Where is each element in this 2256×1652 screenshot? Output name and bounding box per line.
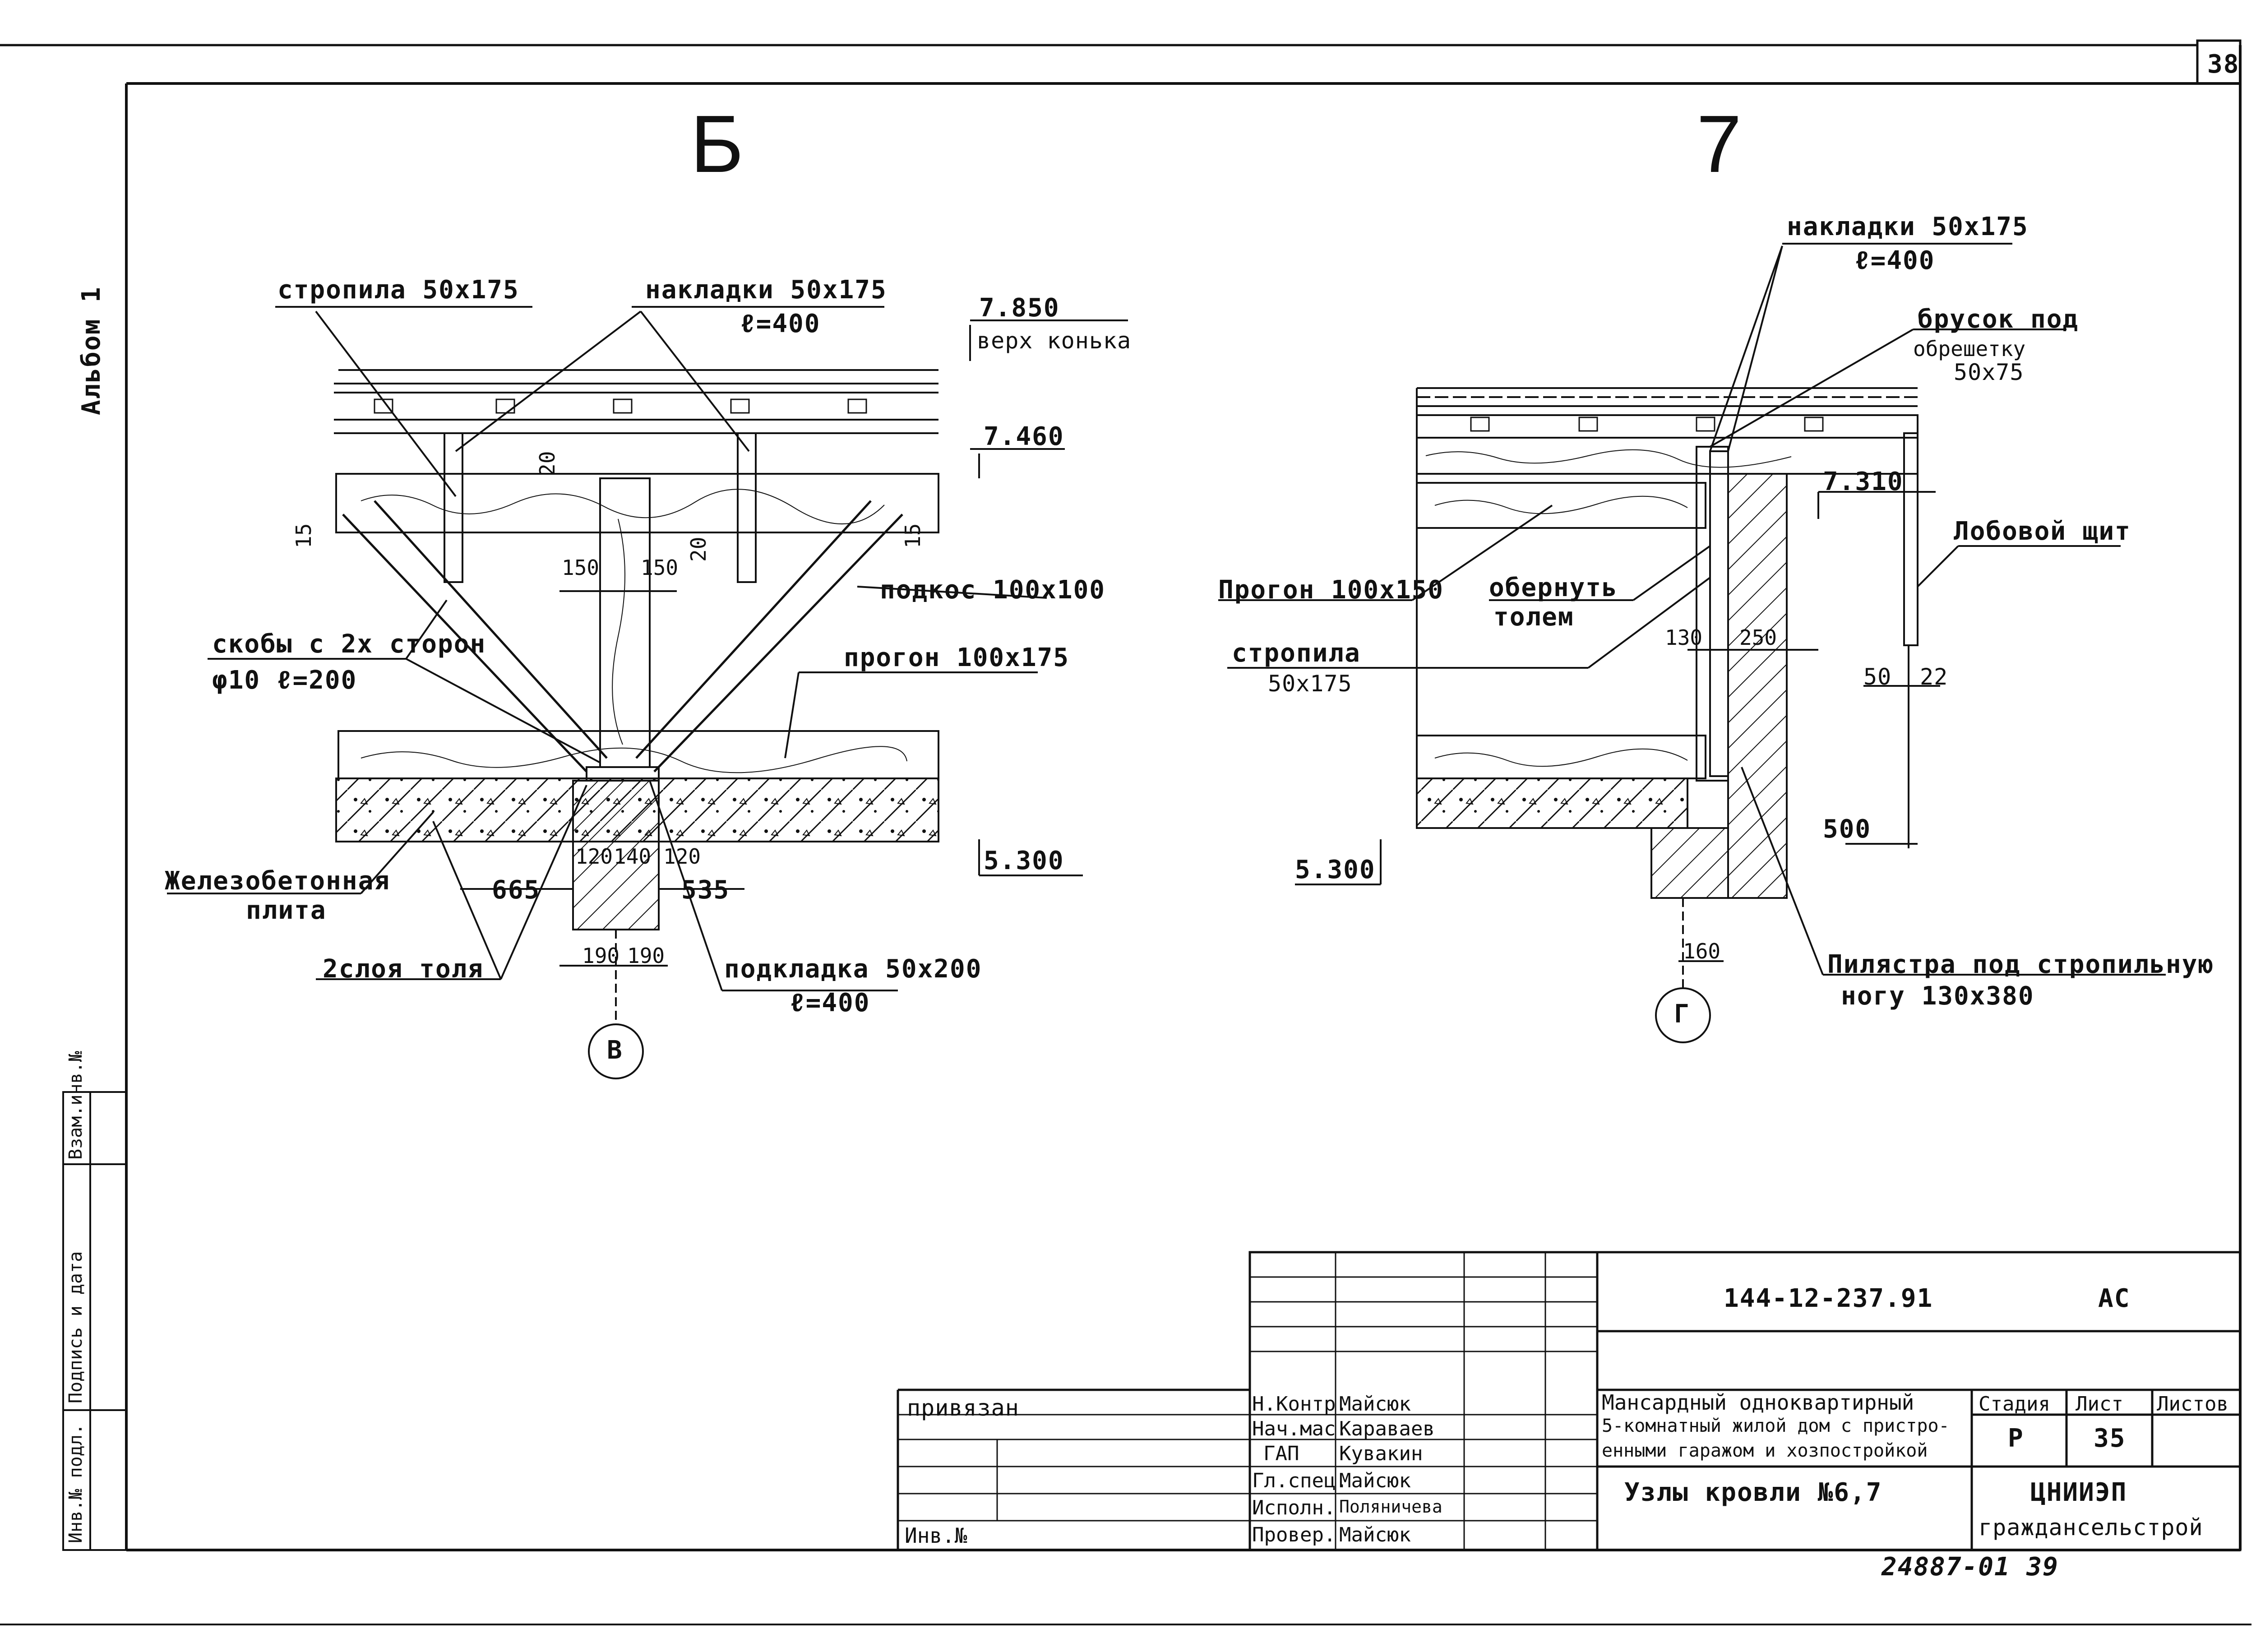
title-block-grid — [897, 1251, 2242, 1551]
node-7-drawing — [1218, 243, 2166, 1043]
role-cell: Исполн. — [1252, 1496, 1336, 1519]
name-cell: Поляничева — [1339, 1497, 1442, 1517]
node-7-stropila-2: 50х175 — [1268, 671, 1352, 697]
node-b-drawing — [167, 306, 1128, 1079]
node-b-title: Б — [690, 99, 744, 190]
node-b-dim: 190 — [627, 944, 665, 968]
node-b-elev-mid: 7.460 — [984, 422, 1064, 451]
album-label: Альбом 1 — [77, 286, 106, 415]
node-7-brusok-1: брусок под — [1918, 305, 2079, 334]
sheet-number: 38 — [2207, 50, 2240, 79]
org-name: ЦНИИЭП — [2030, 1478, 2127, 1507]
node-b-dim: 190 — [582, 944, 620, 968]
project-title-line: 5-комнатный жилой дом с пристро- — [1602, 1416, 1950, 1436]
sheet-frame — [0, 39, 2251, 1625]
node-7-title: 7 — [1697, 99, 1742, 190]
side-stamp — [62, 1091, 127, 1551]
node-b-nakladki: накладки 50х175 — [645, 275, 887, 305]
listov-header: Листов — [2157, 1393, 2228, 1416]
org-name-2: граждансельстрой — [1979, 1514, 2203, 1541]
node-b-dim: 15 — [901, 523, 925, 548]
node-b-axis-label: В — [607, 1036, 623, 1065]
node-7-dim: 500 — [1823, 814, 1872, 844]
node-b-dim: 15 — [291, 523, 316, 548]
vzam-inv-label: Взам.инв.№ — [65, 1051, 86, 1160]
node-b-skoby-dim: φ10 ℓ=200 — [212, 666, 357, 695]
node-7-dim: 250 — [1739, 625, 1777, 650]
node-7-nakladki-l: ℓ=400 — [1854, 246, 1935, 275]
node-b-tol: 2слоя толя — [323, 954, 484, 984]
role-cell: ГАП — [1263, 1442, 1299, 1465]
node-7-axis-label: Г — [1674, 1000, 1690, 1029]
node-b-dim: 20 — [535, 451, 559, 476]
list-value: 35 — [2094, 1424, 2126, 1453]
privyazan-label: привязан — [907, 1395, 1019, 1421]
node-b-plita-2: плита — [246, 896, 327, 925]
node-b-dim: 120 — [575, 844, 613, 869]
node-7-stropila-1: стропила — [1232, 639, 1361, 668]
node-b-dim: 665 — [492, 875, 541, 905]
node-7-obernut-2: толем — [1493, 602, 1574, 632]
node-7-dim: 22 — [1920, 664, 1948, 690]
node-7-progon: Прогон 100х150 — [1218, 575, 1444, 605]
node-7-obernut-1: обернуть — [1489, 573, 1618, 602]
sheet-title: Узлы кровли №6,7 — [1624, 1478, 1882, 1507]
stage-header: Стадия — [1979, 1393, 2050, 1416]
doc-mark: АС — [2098, 1284, 2131, 1313]
name-cell: Караваев — [1339, 1417, 1435, 1440]
node-7-dim: 160 — [1683, 939, 1721, 963]
node-b-stropila: стропила 50х175 — [277, 275, 519, 305]
inv-podl-label: Инв.№ подл. — [65, 1424, 86, 1543]
role-cell: Провер. — [1252, 1523, 1336, 1546]
inv-no-label: Инв.№ — [905, 1523, 967, 1548]
node-b-plita-1: Железобетонная — [165, 866, 391, 896]
node-7-pilyastra-1: Пилястра под стропильную — [1827, 950, 2214, 979]
node-b-progon: прогон 100х175 — [844, 643, 1070, 672]
node-b-dim: 20 — [686, 537, 711, 562]
node-b-dim: 140 — [614, 844, 652, 869]
node-7-brusok-2: обрешетку — [1913, 337, 2026, 361]
doc-code: 144-12-237.91 — [1724, 1284, 1933, 1313]
role-cell: Гл.спец. — [1252, 1469, 1348, 1492]
node-b-elev-top: 7.850 — [979, 293, 1060, 323]
node-b-elev-base: 5.300 — [984, 846, 1064, 875]
node-7-elev-base: 5.300 — [1295, 855, 1376, 884]
node-b-skoby: скобы с 2х сторон — [212, 629, 486, 659]
list-header: Лист — [2076, 1393, 2123, 1416]
role-cell: Н.Контр. — [1252, 1393, 1348, 1416]
node-b-dim: 150 — [562, 555, 600, 580]
node-b-podkladka-l: ℓ=400 — [790, 988, 870, 1018]
node-7-lobovoy: Лобовой щит — [1954, 517, 2131, 546]
role-cell: Нач.мас. — [1252, 1417, 1348, 1440]
project-title-line: енными гаражом и хозпостройкой — [1602, 1440, 1928, 1461]
node-b-dim: 535 — [681, 875, 730, 905]
node-b-nakladki-l: ℓ=400 — [740, 309, 821, 338]
footer-code: 24887-01 39 — [1882, 1552, 2059, 1582]
node-7-pilyastra-2: ногу 130х380 — [1841, 981, 2034, 1011]
name-cell: Майсюк — [1339, 1469, 1411, 1492]
name-cell: Майсюк — [1339, 1523, 1411, 1546]
node-b-podkos: подкос 100х100 — [880, 575, 1106, 605]
node-7-brusok-3: 50х75 — [1954, 359, 2024, 385]
node-7-dim: 130 — [1665, 625, 1703, 650]
node-b-elev-top-note: верх конька — [977, 328, 1132, 354]
stage-value: Р — [2008, 1424, 2024, 1453]
podpis-data-label: Подпись и дата — [65, 1251, 86, 1403]
name-cell: Майсюк — [1339, 1393, 1411, 1416]
node-7-elev: 7.310 — [1823, 467, 1904, 496]
node-b-dim: 150 — [641, 555, 679, 580]
node-b-dim: 120 — [663, 844, 701, 869]
project-title-line: Мансардный одноквартирный — [1602, 1390, 1914, 1415]
node-7-nakladki: накладки 50х175 — [1787, 212, 2029, 241]
node-7-dim: 50 — [1863, 664, 1892, 690]
name-cell: Кувакин — [1339, 1442, 1423, 1465]
node-b-podkladka: подкладка 50х200 — [724, 954, 982, 984]
